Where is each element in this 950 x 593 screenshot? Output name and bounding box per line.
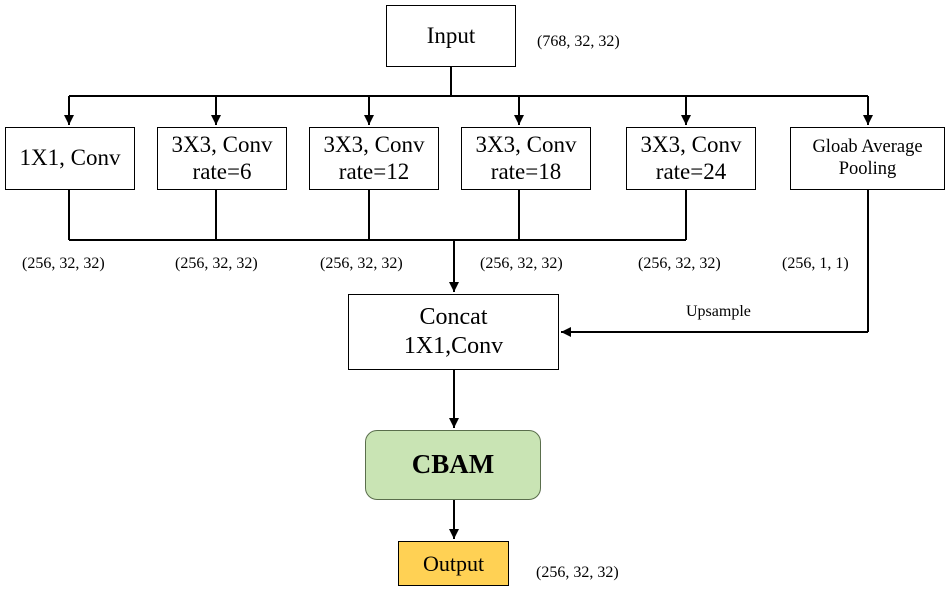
input-shape-label: (768, 32, 32) bbox=[537, 33, 620, 50]
branch-3-line2: rate=12 bbox=[338, 158, 410, 184]
branch-5-line2: rate=24 bbox=[655, 158, 727, 184]
branch-2-line2: rate=6 bbox=[192, 158, 252, 184]
branch-3-line1: 3X3, Conv bbox=[323, 132, 425, 158]
concat-line2: 1X1,Conv bbox=[403, 333, 504, 359]
concat-line1: Concat bbox=[419, 304, 488, 331]
output-shape-label: (256, 32, 32) bbox=[536, 564, 619, 581]
branch-node-rate-12: 3X3, Conv rate=12 bbox=[309, 127, 439, 190]
input-label: Input bbox=[426, 22, 476, 48]
branch-3-shape-label: (256, 32, 32) bbox=[320, 255, 403, 272]
output-label: Output bbox=[422, 550, 485, 576]
cbam-node: CBAM bbox=[365, 430, 541, 500]
branch-node-rate-6: 3X3, Conv rate=6 bbox=[157, 127, 287, 190]
branch-node-rate-18: 3X3, Conv rate=18 bbox=[461, 127, 591, 190]
pooling-shape-label: (256, 1, 1) bbox=[782, 255, 849, 272]
concat-node: Concat 1X1,Conv bbox=[348, 294, 559, 370]
output-node: Output bbox=[398, 541, 509, 586]
branch-2-shape-label: (256, 32, 32) bbox=[175, 255, 258, 272]
pooling-line2: Pooling bbox=[838, 158, 897, 179]
branch-node-rate-24: 3X3, Conv rate=24 bbox=[626, 127, 756, 190]
branch-1-shape-label: (256, 32, 32) bbox=[22, 255, 105, 272]
branch-4-line1: 3X3, Conv bbox=[475, 132, 577, 158]
cbam-label: CBAM bbox=[411, 449, 495, 480]
pooling-line1: Gloab Average bbox=[812, 137, 923, 158]
branch-node-1x1-conv: 1X1, Conv bbox=[5, 127, 135, 190]
branch-1-line1: 1X1, Conv bbox=[19, 145, 121, 171]
branch-2-line1: 3X3, Conv bbox=[171, 132, 273, 158]
upsample-label: Upsample bbox=[686, 303, 751, 320]
branch-5-shape-label: (256, 32, 32) bbox=[638, 255, 721, 272]
branch-4-line2: rate=18 bbox=[490, 158, 562, 184]
global-average-pooling-node: Gloab Average Pooling bbox=[790, 127, 945, 190]
branch-5-line1: 3X3, Conv bbox=[640, 132, 742, 158]
branch-4-shape-label: (256, 32, 32) bbox=[480, 255, 563, 272]
input-node: Input bbox=[386, 5, 516, 67]
